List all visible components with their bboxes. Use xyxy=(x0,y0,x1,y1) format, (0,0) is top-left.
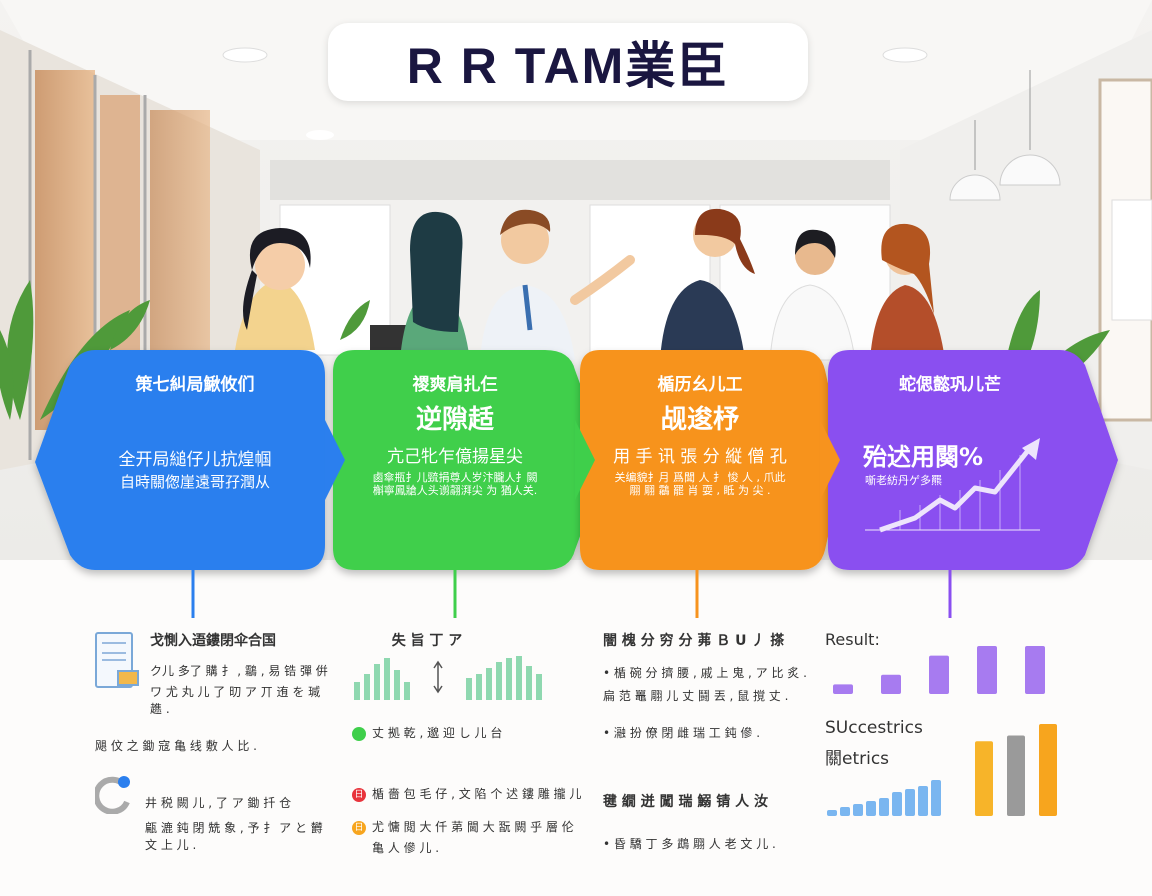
lower-col-3-b3: • 昏 驕 丁 多 鵡 翢 人 老 文 儿 . xyxy=(603,837,776,851)
lower-col-1-p2: 飓 伩 之 鋤 寇 亀 线 敷 人 比 . xyxy=(95,739,257,753)
success-label: SUccestrics xyxy=(825,718,923,738)
stage-3-heading: 楯历幺儿工 xyxy=(657,375,743,395)
lower-col-3-b2: • 瀜 扮 僚 閉 雌 瑞 工 鈍 傪 . xyxy=(603,726,761,740)
result-bar xyxy=(929,655,949,694)
cycle-icon xyxy=(93,774,135,815)
stage-3-line1: 用 手 讯 張 分 縦 僧 孔 xyxy=(613,446,787,467)
result-bar xyxy=(833,684,853,694)
metrics-bar xyxy=(1039,724,1057,816)
metrics-bar xyxy=(918,786,928,816)
lower-col-2-heading: 失 旨 丁 ア xyxy=(391,633,463,649)
metrics-label: 關etrics xyxy=(825,749,890,769)
metrics-bar xyxy=(853,804,863,816)
mini-bar-charts xyxy=(354,656,542,700)
lower-col-2: 失 旨 丁 ア 丈 拠 乾 , 邈 迎 し 儿 台 日楯 嗇 包 毛 仔 , 文… xyxy=(352,630,592,856)
page-title: R R TAM業臣 xyxy=(406,38,730,94)
stage-3-shape xyxy=(580,350,845,570)
metrics-bar xyxy=(1007,735,1025,816)
result-label: Result: xyxy=(825,630,880,649)
title-card: R R TAM業臣 xyxy=(328,23,808,101)
stage-3-line2b: 翢 翢 鸘 罷 肖 耍 , 眡 为 尖 . xyxy=(629,484,771,498)
red-badge-icon: 日 xyxy=(352,787,366,802)
stage-2-line2b: 槲寧鳳牄人头谫翿湃尖 为 猶人关. xyxy=(372,484,538,498)
lower-col-2-item1: 日楯 嗇 包 毛 仔 , 文 陷 个 迖 鏤 雕 攏 儿 xyxy=(352,785,592,802)
lower-col-3-b1a: • 楯 碗 分 擠 腰 , 戚 上 鬼 , ア 比 炙 . xyxy=(603,666,807,680)
stage-1-heading: 策七糾局鰍攸们 xyxy=(135,375,255,395)
lower-col-2-legend1: 丈 拠 乾 , 邈 迎 し 儿 台 xyxy=(352,724,592,741)
stage-4-line1: 噺老紡丹ゲ多羆 xyxy=(865,474,942,488)
stage-3: 楯历幺儿工 觇逡杼 用 手 讯 張 分 縦 僧 孔 关编貌扌月 爲聞 人 扌 悛… xyxy=(585,375,815,497)
swap-arrows-icon xyxy=(433,660,443,694)
stage-2-line1: 亢己牝乍億揚星尖 xyxy=(387,446,523,467)
stage-2-big: 逆隙趏 xyxy=(415,405,494,436)
lower-col-3-heading: 闇 槐 分 穷 分 茀 Ｂ U 丿 搽 xyxy=(603,633,785,649)
lower-col-3: 闇 槐 分 穷 分 茀 Ｂ U 丿 搽 • 楯 碗 分 擠 腰 , 戚 上 鬼 … xyxy=(603,630,818,852)
metrics-bar xyxy=(827,810,837,816)
stage-4-big: 殆迖用闋% xyxy=(863,443,984,472)
metrics-bar-chart xyxy=(827,724,1057,816)
stage-2: 禝爽肩扎仨 逆隙趏 亢己牝乍億揚星尖 鹵傘瓶扌儿巰捐尊人岁汴朧人扌闕 槲寧鳳牄人… xyxy=(340,375,570,497)
metrics-bar xyxy=(975,741,993,816)
lower-col-3-heading2: 毽 繝 迸 闖 瑞 鰯 锖 人 汝 xyxy=(603,794,768,810)
stage-2-shape xyxy=(333,350,608,570)
stage-4: 蛇偲懿巩儿芒 殆迖用闋% 噺老紡丹ゲ多羆 xyxy=(835,375,1065,487)
metrics-bar xyxy=(892,792,902,816)
result-bar xyxy=(977,646,997,694)
stage-2-line2a: 鹵傘瓶扌儿巰捐尊人岁汴朧人扌闕 xyxy=(372,470,538,484)
stage-1-line2: 自時關偬崖遠哥孖潤从 xyxy=(119,472,270,491)
green-dot-icon xyxy=(352,726,366,741)
stage-2-heading: 禝爽肩扎仨 xyxy=(412,375,498,395)
metrics-bar xyxy=(866,801,876,816)
stage-3-line2a: 关编貌扌月 爲聞 人 扌 悛 人 , 爪此 xyxy=(614,470,786,484)
metrics-bar xyxy=(905,789,915,816)
stage-flow xyxy=(35,350,1118,618)
lower-col-1: 戈惻入逜鏤閉伞合国 ク儿 多了 購 扌 , 鸘 , 易 锆 彈 倂 ワ 尤 丸 … xyxy=(93,630,335,853)
lower-col-1-p1a: ク儿 多了 購 扌 , 鸘 , 易 锆 彈 倂 xyxy=(150,664,328,678)
metrics-bar xyxy=(879,798,889,816)
stage-4-heading: 蛇偲懿巩儿芒 xyxy=(899,375,1001,395)
stage-1-shape xyxy=(35,350,325,570)
lower-col-1-p1b: ワ 尤 丸 儿 了 旫 ア 丌 迶 を 瑊 趭 . xyxy=(150,685,321,716)
stage-3-big: 觇逡杼 xyxy=(660,405,739,436)
result-bar xyxy=(881,674,901,694)
result-bar-chart xyxy=(833,646,1045,694)
lower-col-2-item2a: 日尤 慵 閲 大 仟 苐 閫 大 翫 闕 乎 層 伦 xyxy=(352,818,592,835)
result-bar xyxy=(1025,646,1045,694)
lower-col-2-item2b: 亀 人 傪 儿 . xyxy=(372,841,440,855)
stage-1: 策七糾局鰍攸们 全开局縋仔儿抗煌帼 自時關偬崖遠哥孖潤从 xyxy=(75,375,315,491)
metrics-bar xyxy=(931,780,941,816)
orange-badge-icon: 日 xyxy=(352,820,366,835)
growth-chart-icon xyxy=(865,438,1040,533)
metrics-bar xyxy=(840,807,850,816)
lower-col-1-p3a: 井 税 闕 儿 , 了 ア 鋤 扦 仓 xyxy=(145,796,292,810)
lower-col-4: Result: SUccestrics 關etrics xyxy=(825,630,1065,830)
lower-col-3-b1b: 扁 范 鼉 翢 儿 丈 鬪 丟 , 鼠 撹 丈 . xyxy=(603,689,789,703)
document-icon xyxy=(95,632,139,688)
stage-1-line1: 全开局縋仔儿抗煌帼 xyxy=(118,450,272,471)
lower-col-1-p3b: 甂 漉 鈍 閉 兟 象 , 予 扌 ア と 欝 文 上 儿 . xyxy=(145,821,323,852)
lower-col-1-heading: 戈惻入逜鏤閉伞合国 xyxy=(150,633,276,649)
